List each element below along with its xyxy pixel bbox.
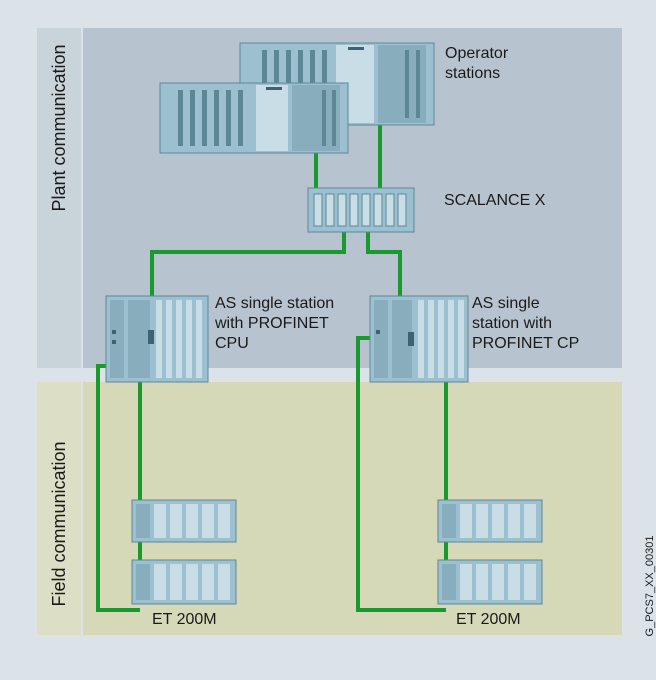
operator-stations-label: Operator stations — [445, 45, 509, 82]
operator-station-front — [159, 82, 349, 154]
as-station-cpu — [105, 295, 209, 383]
et200m-left-upper — [131, 499, 237, 543]
scalance-switch — [307, 187, 415, 233]
cable-switch-as1 — [150, 232, 346, 296]
et200m-right-label: ET 200M — [456, 611, 521, 628]
et200m-left-label: ET 200M — [152, 611, 217, 628]
et200m-right-upper — [437, 499, 543, 543]
scalance-x-label: SCALANCE X — [444, 192, 546, 209]
et200m-right-lower — [437, 559, 543, 605]
plant-zone-label-strip — [37, 28, 81, 368]
as-cp-label: AS single station with PROFINET CP — [472, 295, 580, 352]
image-code: G_PCS7_XX_00301 — [644, 535, 656, 637]
as-station-cp — [369, 295, 469, 383]
plant-communication-label: Plant communication — [49, 44, 69, 212]
as-cpu-label: AS single station with PROFINET CPU — [215, 295, 335, 352]
field-communication-label: Field communication — [49, 441, 69, 607]
cable-switch-as2 — [366, 232, 402, 296]
et200m-left-lower — [131, 559, 237, 605]
field-zone-label-strip — [37, 382, 81, 635]
